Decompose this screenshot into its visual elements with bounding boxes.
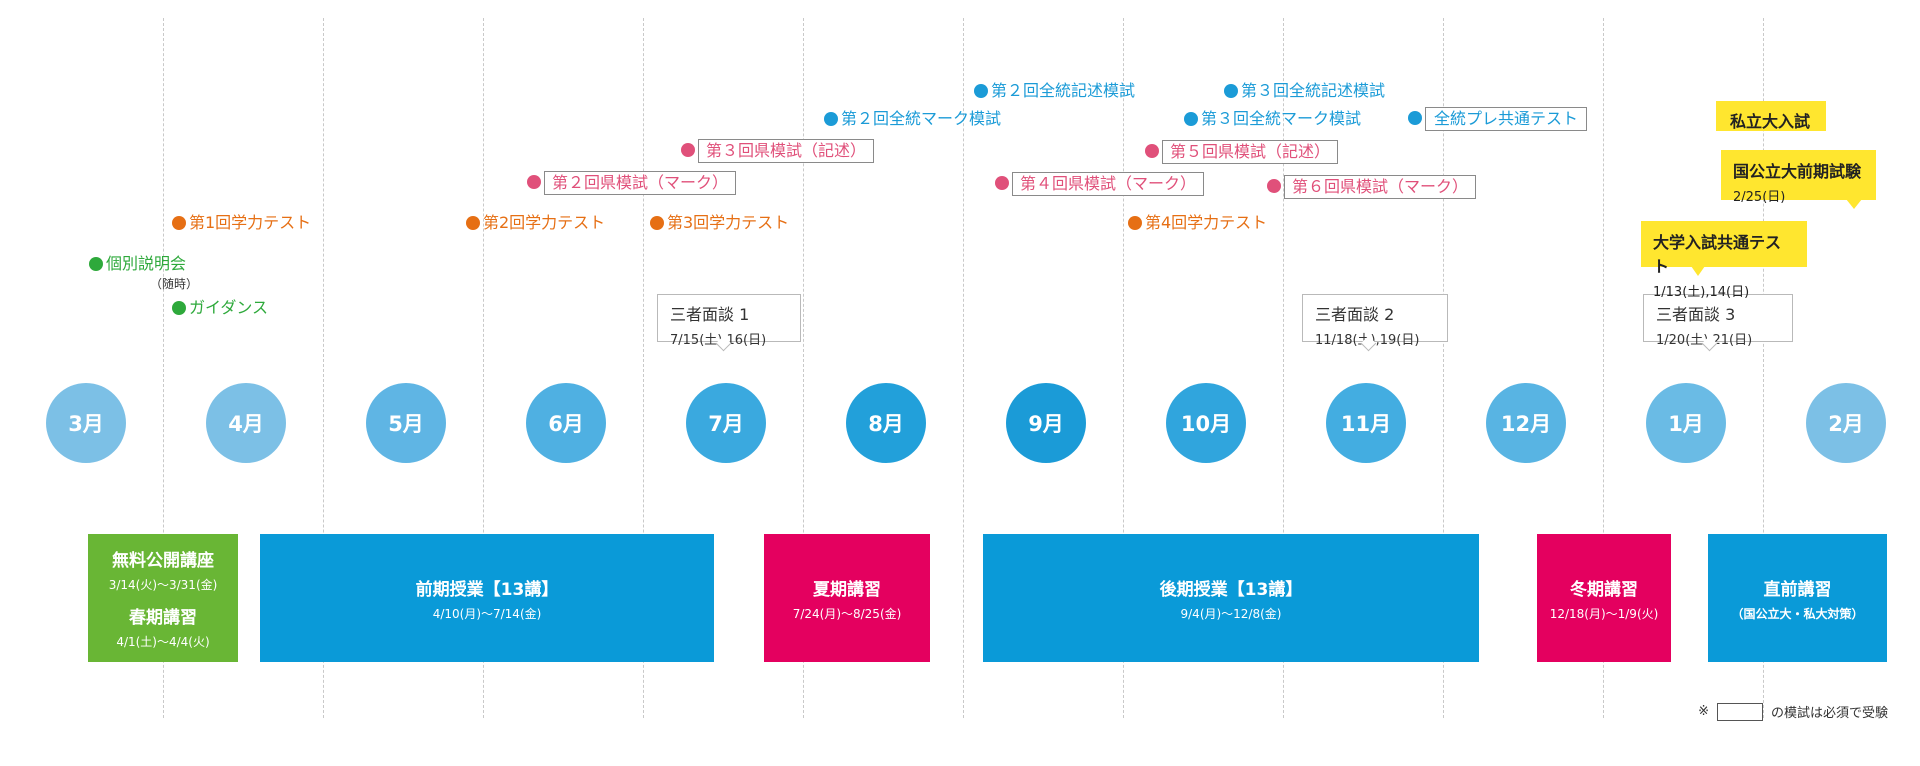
event-zento-kijutsu-3: 第３回全統記述模試 <box>1224 83 1385 99</box>
bar-kouki: 後期授業【13講】 9/4(月)〜12/8(金) <box>983 534 1479 662</box>
dot-icon <box>466 215 480 230</box>
month-circle-jun: 6月 <box>526 383 606 463</box>
event-zento-mark-2: 第２回全統マーク模試 <box>824 111 1001 127</box>
grid-line <box>963 18 964 718</box>
event-kobetsu: 個別説明会 <box>89 256 186 272</box>
dot-icon <box>527 175 541 189</box>
bar-chokuzen: 直前講習 （国公立大・私大対策） <box>1708 534 1887 662</box>
month-circle-jul: 7月 <box>686 383 766 463</box>
interview-title: 三者面談 1 <box>670 305 750 324</box>
exam-kyotsu: 大学入試共通テスト 1/13(土),14(日) <box>1641 221 1807 300</box>
dot-icon <box>1408 111 1422 125</box>
dot-icon <box>681 143 695 157</box>
bar-muryou-shunki: 無料公開講座 3/14(火)〜3/31(金) 春期講習 4/1(土)〜4/4(火… <box>88 534 238 662</box>
event-zento-kijutsu-2: 第２回全統記述模試 <box>974 83 1135 99</box>
bar-zenki: 前期授業【13講】 4/10(月)〜7/14(金) <box>260 534 714 662</box>
grid-line <box>1763 18 1764 718</box>
interview-dates: 1/20(土),21(日) <box>1656 333 1753 348</box>
interview-title: 三者面談 3 <box>1656 305 1736 324</box>
interview-dates: 11/18(土),19(日) <box>1315 333 1420 348</box>
dot-icon <box>172 215 186 230</box>
exam-kyotsu-pointer <box>1691 266 1705 276</box>
month-circle-jan: 1月 <box>1646 383 1726 463</box>
grid-line <box>1603 18 1604 718</box>
event-gakuryoku-1: 第1回学力テスト <box>172 215 311 231</box>
event-ken-6: 第６回県模試（マーク） <box>1267 175 1477 199</box>
exam-shiritsu: 私立大入試 <box>1716 101 1826 131</box>
grid-line <box>1443 18 1444 718</box>
event-gakuryoku-2: 第2回学力テスト <box>466 215 605 231</box>
month-circle-feb: 2月 <box>1806 383 1886 463</box>
dot-icon <box>1184 111 1198 126</box>
event-zuiji: （随時） <box>150 277 199 291</box>
grid-line <box>323 18 324 718</box>
event-zento-pre: 全統プレ共通テスト <box>1408 107 1588 131</box>
exam-kokkoritsu-pointer <box>1846 199 1862 209</box>
month-circle-sep: 9月 <box>1006 383 1086 463</box>
dot-icon <box>172 300 186 315</box>
event-ken-2: 第２回県模試（マーク） <box>527 171 737 195</box>
dot-icon <box>650 215 664 230</box>
event-gakuryoku-3: 第3回学力テスト <box>650 215 789 231</box>
month-circle-nov: 11月 <box>1326 383 1406 463</box>
month-circle-mar: 3月 <box>46 383 126 463</box>
dot-icon <box>1267 179 1281 193</box>
event-ken-5: 第５回県模試（記述） <box>1145 140 1339 164</box>
footnote-box-sample <box>1716 702 1763 721</box>
month-circle-dec: 12月 <box>1486 383 1566 463</box>
interview-dates: 7/15(土),16(日) <box>670 333 767 348</box>
event-ken-4: 第４回県模試（マーク） <box>995 172 1205 196</box>
event-gakuryoku-4: 第4回学力テスト <box>1128 215 1267 231</box>
dot-icon <box>1128 215 1142 230</box>
bar-touki: 冬期講習 12/18(月)〜1/9(火) <box>1537 534 1671 662</box>
dot-icon <box>89 256 103 271</box>
footnote-mark: ※ <box>1698 704 1709 719</box>
interview-callout-1: 三者面談 1 7/15(土),16(日) <box>657 294 801 348</box>
grid-line <box>483 18 484 718</box>
month-circle-apr: 4月 <box>206 383 286 463</box>
interview-callout-2: 三者面談 2 11/18(土),19(日) <box>1302 294 1448 348</box>
dot-icon <box>1145 144 1159 158</box>
footnote: ※ の模試は必須で受験 <box>1698 702 1888 721</box>
grid-line <box>1283 18 1284 718</box>
bar-kaki: 夏期講習 7/24(月)〜8/25(金) <box>764 534 930 662</box>
interview-callout-3: 三者面談 3 1/20(土),21(日) <box>1643 294 1793 348</box>
grid-line <box>163 18 164 718</box>
month-circle-may: 5月 <box>366 383 446 463</box>
dot-icon <box>974 83 988 98</box>
month-circle-oct: 10月 <box>1166 383 1246 463</box>
event-guidance: ガイダンス <box>172 300 268 316</box>
dot-icon <box>824 111 838 126</box>
interview-title: 三者面談 2 <box>1315 305 1395 324</box>
event-ken-3: 第３回県模試（記述） <box>681 139 875 163</box>
grid-line <box>643 18 644 718</box>
dot-icon <box>995 176 1009 190</box>
exam-kokkoritsu: 国公立大前期試験 2/25(日) <box>1721 150 1876 205</box>
event-zento-mark-3: 第３回全統マーク模試 <box>1184 111 1361 127</box>
month-circle-aug: 8月 <box>846 383 926 463</box>
dot-icon <box>1224 83 1238 98</box>
footnote-text: の模試は必須で受験 <box>1770 706 1888 721</box>
grid-line <box>803 18 804 718</box>
grid-line <box>1123 18 1124 718</box>
